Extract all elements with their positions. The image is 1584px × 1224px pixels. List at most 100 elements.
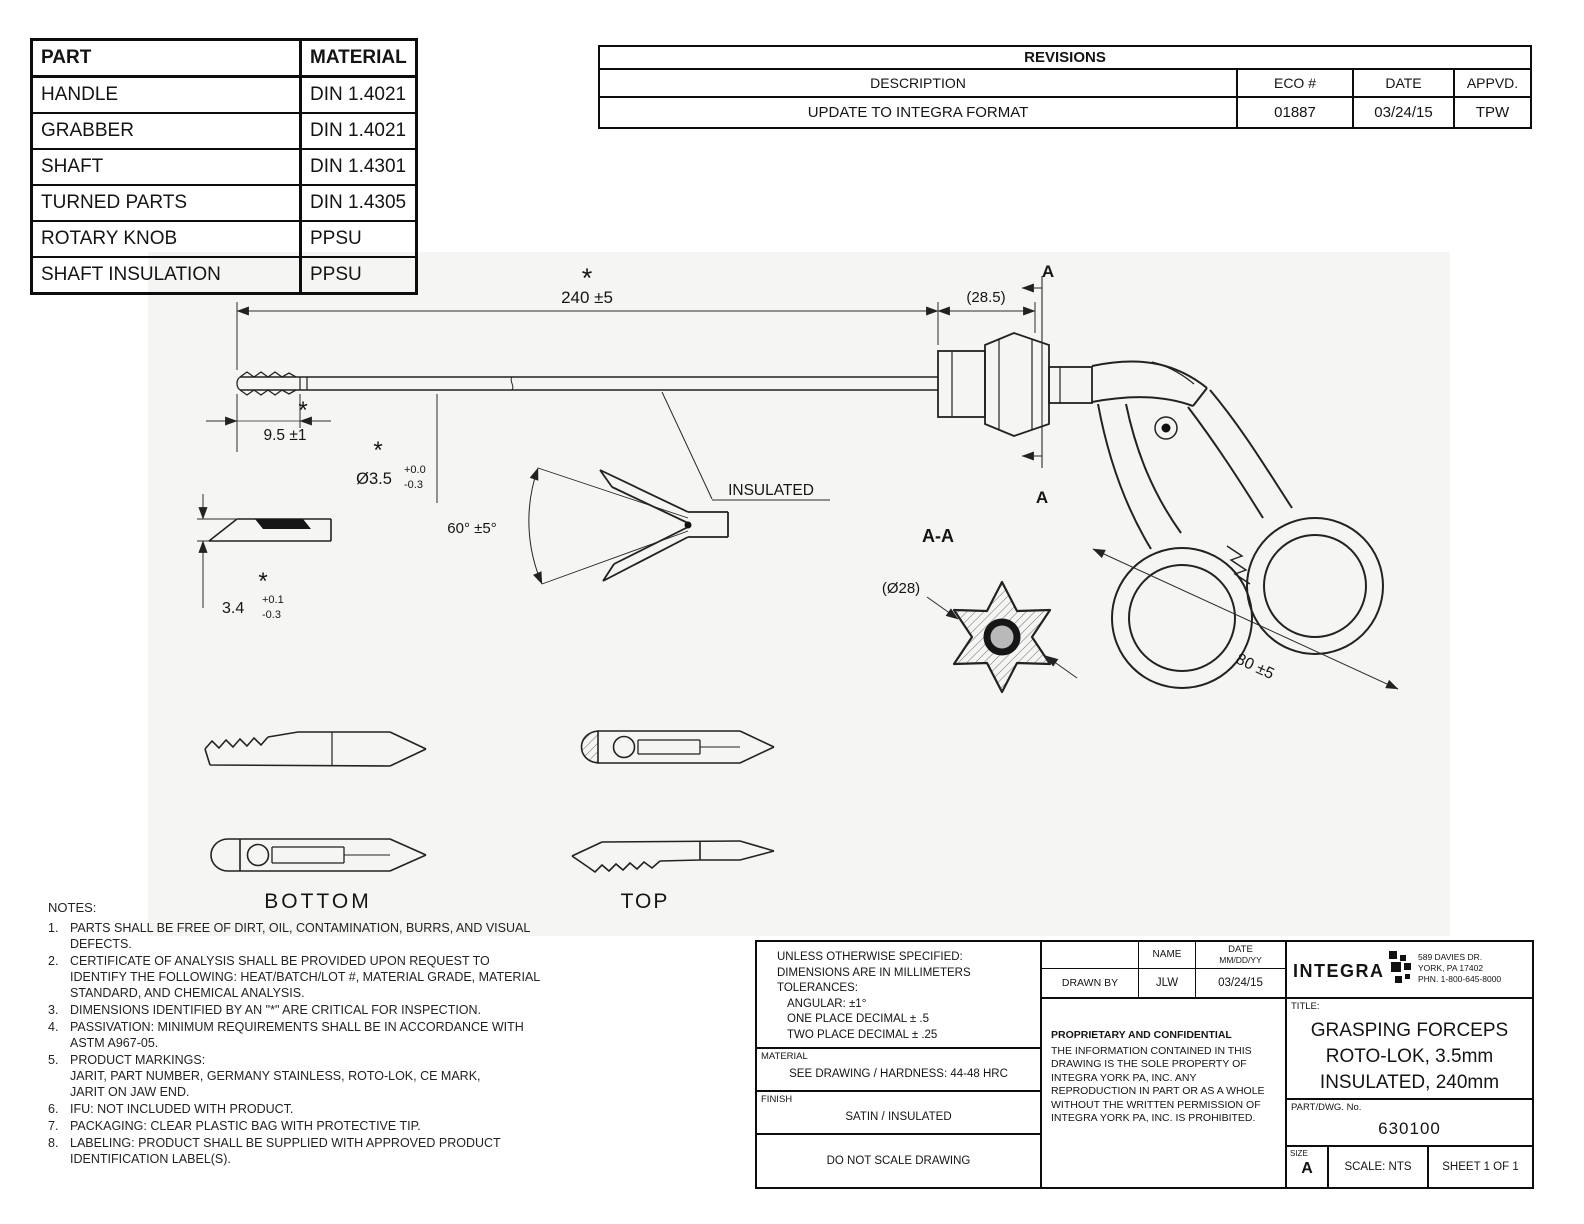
part-name: TURNED PARTS: [33, 186, 302, 220]
proprietary-notice: PROPRIETARY AND CONFIDENTIAL THE INFORMA…: [1042, 997, 1287, 1187]
note-number: 6.: [48, 1102, 59, 1116]
list-item: 7. PACKAGING: CLEAR PLASTIC BAG WITH PRO…: [48, 1118, 540, 1134]
part-name: GRABBER: [33, 114, 302, 148]
part-name: SHAFT INSULATION: [33, 258, 302, 292]
part-name: ROTARY KNOB: [33, 222, 302, 256]
date-header-label: DATE: [1228, 944, 1253, 955]
dim-knob-length: (28.5): [966, 289, 1005, 306]
date-header: DATE MM/DD/YY: [1196, 942, 1285, 968]
company-block: INTEGRA 589 DAVIES DR. YORK, PA 17402 PH…: [1287, 942, 1532, 999]
note-text: PRODUCT MARKINGS: JARIT, PART NUMBER, GE…: [70, 1053, 481, 1099]
part-material: PPSU: [310, 264, 362, 285]
part-material: DIN 1.4305: [310, 192, 407, 213]
dim-shaft-diameter-tol-upper: +0.0: [404, 464, 426, 476]
table-row: SHAFT DIN 1.4301: [33, 150, 415, 186]
note-text: DIMENSIONS IDENTIFIED BY AN "*" ARE CRIT…: [70, 1003, 482, 1017]
drawn-by-row: DRAWN BY JLW 03/24/15: [1042, 969, 1285, 997]
dim-shaft-diameter-tol-lower: -0.3: [404, 479, 423, 491]
parts-table-header-row: PART MATERIAL: [33, 41, 415, 78]
revisions-header-date: DATE: [1354, 70, 1455, 96]
note-number: 7.: [48, 1119, 59, 1133]
revision-description: UPDATE TO INTEGRA FORMAT: [600, 98, 1238, 127]
name-date-table: NAME DATE MM/DD/YY DRAWN BY JLW 03/24/15: [1042, 942, 1287, 997]
proprietary-title: PROPRIETARY AND CONFIDENTIAL: [1051, 1029, 1232, 1041]
revisions-header-row: DESCRIPTION ECO # DATE APPVD.: [600, 70, 1530, 98]
table-row: ROTARY KNOB PPSU: [33, 222, 415, 258]
note-text: PARTS SHALL BE FREE OF DIRT, OIL, CONTAM…: [70, 921, 530, 951]
size-scale-sheet-row: SIZE A SCALE: NTS SHEET 1 OF 1: [1287, 1147, 1532, 1187]
part-material: DIN 1.4021: [310, 84, 407, 105]
critical-marker-tip-height-icon: *: [258, 568, 267, 595]
revisions-header-appvd: APPVD.: [1466, 75, 1519, 91]
tolerance-line: ONE PLACE DECIMAL ± .5: [787, 1013, 930, 1025]
tip-detail-view: [208, 518, 332, 542]
tolerance-line: TOLERANCES:: [777, 982, 858, 994]
top-view-serrated: [571, 840, 775, 874]
size-cell: SIZE A: [1287, 1147, 1329, 1187]
note-number: 4.: [48, 1020, 59, 1034]
material-value: SEE DRAWING / HARDNESS: 44-48 HRC: [789, 1068, 1008, 1080]
list-item: 6. IFU: NOT INCLUDED WITH PRODUCT.: [48, 1101, 540, 1117]
do-not-scale-note: DO NOT SCALE DRAWING: [757, 1133, 1042, 1187]
bottom-view-slot: [210, 838, 427, 872]
name-header: NAME: [1139, 942, 1196, 968]
finish-value: SATIN / INSULATED: [845, 1111, 952, 1123]
section-marker-top: A: [1042, 262, 1054, 281]
dim-knob-diameter: (Ø28): [882, 580, 920, 597]
bottom-view-label: BOTTOM: [264, 890, 371, 913]
note-number: 1.: [48, 921, 59, 935]
part-name: SHAFT: [33, 150, 302, 184]
part-material: PPSU: [310, 228, 362, 249]
top-view-slot: [580, 730, 775, 764]
notes-title: NOTES:: [48, 900, 97, 915]
part-name: HANDLE: [33, 78, 302, 112]
size-value: A: [1301, 1160, 1313, 1177]
note-text: LABELING: PRODUCT SHALL BE SUPPLIED WITH…: [70, 1136, 501, 1166]
drawn-by-label: DRAWN BY: [1042, 969, 1139, 997]
scale-cell: SCALE: NTS: [1329, 1147, 1429, 1187]
material-label: MATERIAL: [761, 1051, 808, 1062]
part-number: 630100: [1378, 1119, 1441, 1138]
title-label: TITLE:: [1291, 1001, 1320, 1012]
company-address-line: PHN. 1-800-645-8000: [1418, 974, 1502, 984]
list-item: 3. DIMENSIONS IDENTIFIED BY AN "*" ARE C…: [48, 1002, 540, 1018]
revisions-header-description: DESCRIPTION: [600, 70, 1238, 96]
note-text: PACKAGING: CLEAR PLASTIC BAG WITH PROTEC…: [70, 1119, 421, 1133]
dim-tip-height-tol-upper: +0.1: [262, 594, 284, 606]
dim-tip-height-tol-lower: -0.3: [262, 609, 281, 621]
drawing-title: GRASPING FORCEPS ROTO-LOK, 3.5mm INSULAT…: [1287, 1018, 1532, 1096]
top-view-label: TOP: [621, 890, 670, 913]
note-text: IFU: NOT INCLUDED WITH PRODUCT.: [70, 1102, 294, 1116]
title-block: UNLESS OTHERWISE SPECIFIED: DIMENSIONS A…: [755, 940, 1534, 1189]
tolerance-line: DIMENSIONS ARE IN MILLIMETERS: [777, 966, 971, 979]
drawing-title-line: INSULATED, 240mm: [1319, 1072, 1500, 1093]
critical-marker-overall-icon: *: [582, 263, 593, 293]
drawing-paper-tint: [148, 252, 1450, 936]
note-text: CERTIFICATE OF ANALYSIS SHALL BE PROVIDE…: [70, 954, 540, 1000]
parts-table-header-material: MATERIAL: [310, 47, 407, 68]
list-item: 4. PASSIVATION: MINIMUM REQUIREMENTS SHA…: [48, 1019, 540, 1051]
integra-logo-icon: [1389, 951, 1411, 983]
revisions-header-eco: ECO #: [1238, 70, 1354, 96]
company-name: INTEGRA: [1293, 961, 1385, 981]
dim-jaw-angle: 60° ±5°: [447, 520, 496, 537]
dim-overall-length: 240 ±5: [561, 288, 613, 307]
material-cell: MATERIAL SEE DRAWING / HARDNESS: 44-48 H…: [757, 1047, 1042, 1090]
part-number-label: PART/DWG. No.: [1291, 1102, 1362, 1113]
note-text: PASSIVATION: MINIMUM REQUIREMENTS SHALL …: [70, 1020, 524, 1050]
revision-eco: 01887: [1238, 98, 1354, 127]
table-row: GRABBER DIN 1.4021: [33, 114, 415, 150]
drawn-by-date: 03/24/15: [1218, 977, 1263, 989]
list-item: 2. CERTIFICATE OF ANALYSIS SHALL BE PROV…: [48, 953, 540, 1001]
tolerance-block: UNLESS OTHERWISE SPECIFIED: DIMENSIONS A…: [757, 942, 1042, 1047]
insulated-label: INSULATED: [728, 482, 814, 499]
section-marker-bottom: A: [1036, 488, 1048, 507]
sheet-cell: SHEET 1 OF 1: [1442, 1161, 1519, 1173]
table-row: SHAFT INSULATION PPSU: [33, 258, 415, 292]
size-label: SIZE: [1290, 1149, 1308, 1158]
drawing-title-line: ROTO-LOK, 3.5mm: [1325, 1046, 1494, 1067]
critical-marker-tip-length-icon: *: [298, 397, 307, 424]
table-row: HANDLE DIN 1.4021: [33, 78, 415, 114]
parts-table-header-part: PART: [33, 41, 302, 75]
